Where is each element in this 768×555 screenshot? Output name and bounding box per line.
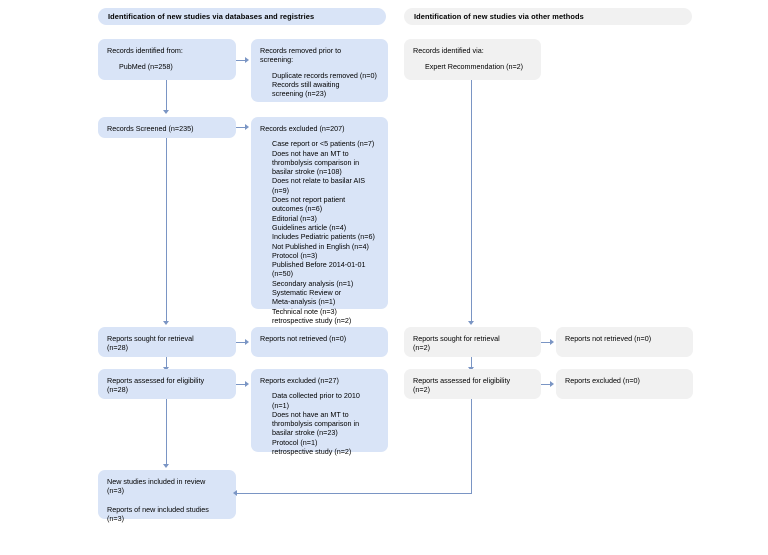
box-records-identified-other-header: Records identified via: [413,46,484,55]
box-records-screened: Records Screened (n=235) [98,117,236,138]
box-reports-assessed-left-text: Reports assessed for eligibility (n=28) [107,376,205,395]
arrowhead-identified-to-screened [163,110,170,114]
box-new-studies-included: New studies included in review (n=3) Rep… [98,470,236,523]
arrowhead-screened-to-excluded [245,124,249,131]
connector-assessed-to-included [166,399,168,465]
box-reports-not-retrieved-right: Reports not retrieved (n=0) [556,327,693,357]
box-records-identified-other-sub: Expert Recommendation (n=2) [425,62,524,72]
connector-identified-to-screened [166,80,168,111]
box-reports-assessed-left: Reports assessed for eligibility (n=28) [98,369,236,399]
box-records-removed-sub: Duplicate records removed (n=0) Records … [272,70,377,99]
box-reports-assessed-right: Reports assessed for eligibility (n=2) [404,369,541,399]
box-reports-excluded-left-header: Reports excluded (n=27) [260,376,339,385]
box-reports-not-retrieved-left-text: Reports not retrieved (n=0) [260,334,347,343]
box-records-removed-header: Records removed prior to screening: [260,46,342,65]
box-records-identified: Records identified from: PubMed (n=258) [98,39,236,80]
box-new-studies-included-line1: New studies included in review (n=3) [107,477,206,496]
connector-identified-to-removed [236,59,246,61]
box-reports-excluded-left-sub: Data collected prior to 2010 (n=1) Does … [272,391,360,457]
box-new-studies-included-line2: Reports of new included studies (n=3) [107,504,209,523]
box-records-screened-header: Records Screened (n=235) [107,124,194,133]
arrowhead-sought-to-notretrieved-right [550,338,554,345]
box-reports-assessed-right-text: Reports assessed for eligibility (n=2) [413,376,511,395]
arrowhead-right-elbow-to-included [233,490,237,497]
column-header-databases: Identification of new studies via databa… [98,8,386,25]
connector-other-identified-to-sought [471,80,473,322]
arrowhead-identified-to-removed [245,56,249,63]
arrowhead-screened-to-sought [163,321,170,325]
box-reports-sought-left: Reports sought for retrieval (n=28) [98,327,236,357]
arrowhead-assessed-to-excluded-right [550,380,554,387]
box-reports-sought-right-text: Reports sought for retrieval (n=2) [413,334,500,353]
arrowhead-assessed-to-excluded-left [245,380,249,387]
connector-sought-to-assessed-right [471,357,473,368]
box-records-identified-other: Records identified via: Expert Recommend… [404,39,541,80]
box-reports-excluded-right-text: Reports excluded (n=0) [565,376,640,385]
box-reports-sought-left-text: Reports sought for retrieval (n=28) [107,334,194,353]
connector-screened-to-excluded [236,127,246,129]
connector-assessed-to-excluded-right [541,383,551,385]
connector-assessed-to-excluded-left [236,383,246,385]
arrowhead-assessed-to-included [163,464,170,468]
box-records-excluded-sub: Case report or <5 patients (n=7) Does no… [272,139,375,325]
box-reports-sought-right: Reports sought for retrieval (n=2) [404,327,541,357]
box-records-excluded: Records excluded (n=207) Case report or … [251,117,388,325]
arrowhead-other-identified-to-sought [468,321,475,325]
box-records-removed: Records removed prior to screening: Dupl… [251,39,388,102]
connector-sought-to-notretrieved-right [541,341,551,343]
box-records-excluded-header: Records excluded (n=207) [260,124,345,133]
box-records-identified-sub: PubMed (n=258) [119,62,173,72]
column-header-other-methods: Identification of new studies via other … [404,8,692,25]
connector-screened-to-sought [166,138,168,322]
arrowhead-sought-to-notretrieved-left [245,338,249,345]
box-records-identified-header: Records identified from: [107,46,183,55]
connector-right-elbow-horizontal [237,493,472,495]
box-reports-excluded-right: Reports excluded (n=0) [556,369,693,399]
connector-sought-to-assessed-left [166,357,168,368]
box-reports-not-retrieved-left: Reports not retrieved (n=0) [251,327,388,357]
box-reports-excluded-left: Reports excluded (n=27) Data collected p… [251,369,388,456]
box-reports-not-retrieved-right-text: Reports not retrieved (n=0) [565,334,652,343]
connector-right-elbow-vertical [471,399,473,494]
connector-sought-to-notretrieved-left [236,341,246,343]
